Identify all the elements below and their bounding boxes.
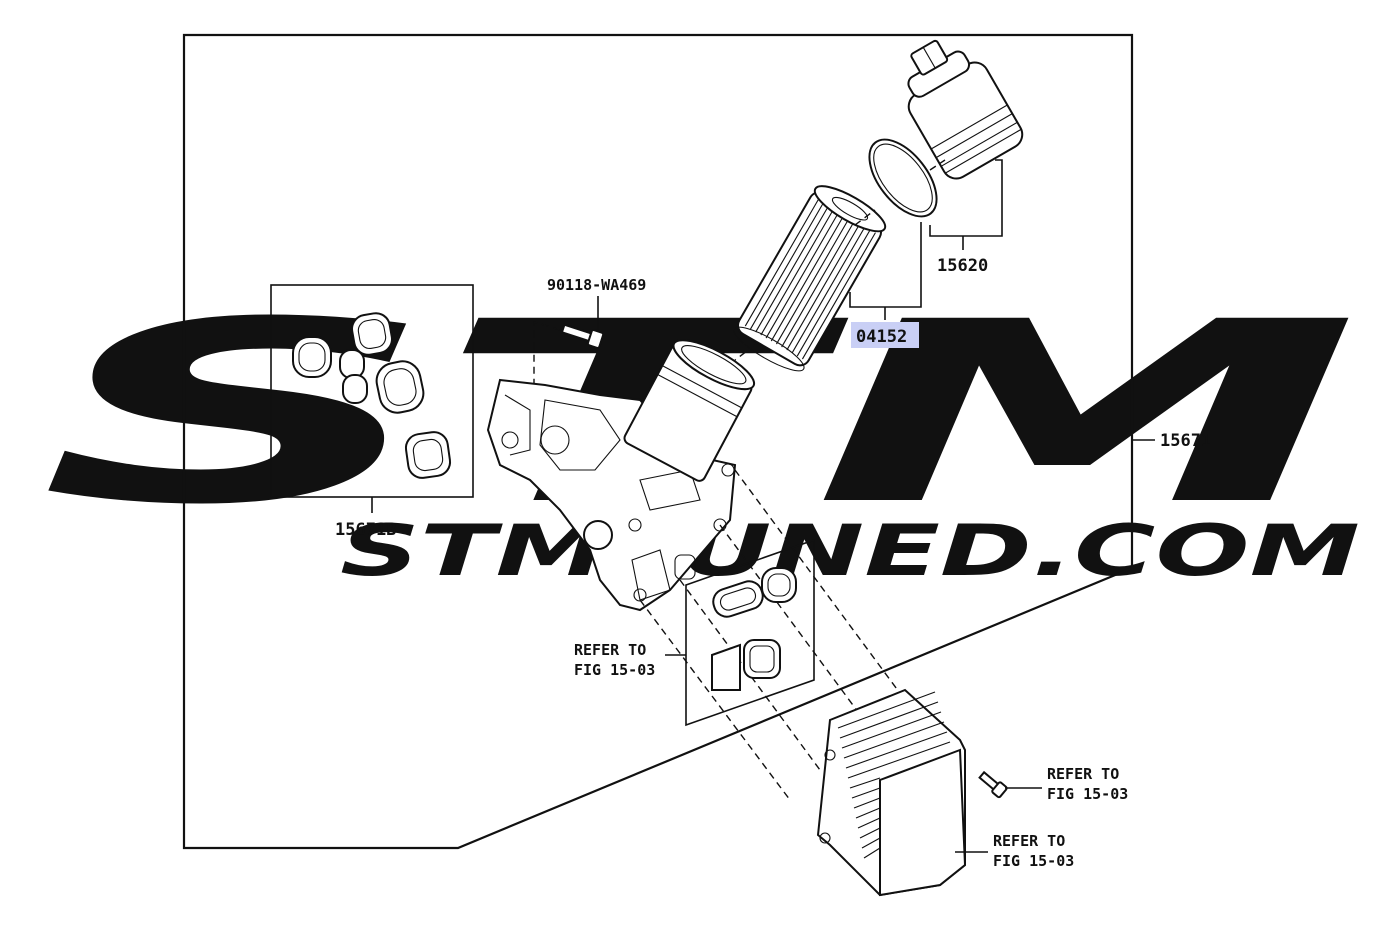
watermark-domain: STMTUNED.COM [340, 510, 1360, 592]
label-04152: 04152 [856, 327, 907, 347]
filter-element [733, 185, 887, 372]
cooler-bolt [978, 770, 1008, 799]
oil-cooler [816, 688, 967, 897]
label-90118-WA469: 90118-WA469 [547, 276, 646, 294]
cooler-dash [719, 524, 876, 736]
cap-o-ring [868, 138, 938, 218]
refer-bolt-right-line2: FIG 15-03 [1047, 785, 1128, 803]
assembly-frame [182, 33, 1134, 850]
bolt-part [560, 323, 605, 349]
seal-ring [357, 318, 387, 350]
housing-cylinder [623, 339, 756, 482]
refer-gasket-plate-line1: REFER TO [574, 641, 646, 659]
refer-oil-cooler-line1: REFER TO [993, 832, 1065, 850]
axis-dash [854, 209, 876, 226]
filter-cap [907, 39, 1024, 180]
seal-ring [298, 342, 326, 372]
seal-ring [292, 336, 332, 378]
label-15620: 15620 [937, 256, 988, 276]
seal-ring [342, 374, 368, 404]
refer-oil-cooler-line2: FIG 15-03 [993, 852, 1074, 870]
label-15671B: 15671B [335, 520, 396, 540]
gasket-plate [685, 538, 815, 727]
axis-dash [734, 344, 756, 361]
gasket-plate-seals [711, 567, 797, 691]
filter-label-highlight [851, 322, 919, 348]
seal-ring [412, 438, 444, 472]
gasket-kit-seals [292, 312, 452, 479]
label-15671: 15671 [1160, 431, 1211, 451]
seal-ring [383, 368, 417, 406]
axis-dash [929, 159, 946, 171]
cap-bracket [929, 159, 1003, 237]
seal-ring [339, 349, 365, 379]
cooler-dash [679, 579, 821, 771]
refer-gasket-plate-line2: FIG 15-03 [574, 661, 655, 679]
cooler-dash [639, 599, 791, 801]
cap-o-ring-inner [873, 143, 933, 213]
seal-ring [404, 431, 452, 479]
refer-bolt-right-line1: REFER TO [1047, 765, 1119, 783]
